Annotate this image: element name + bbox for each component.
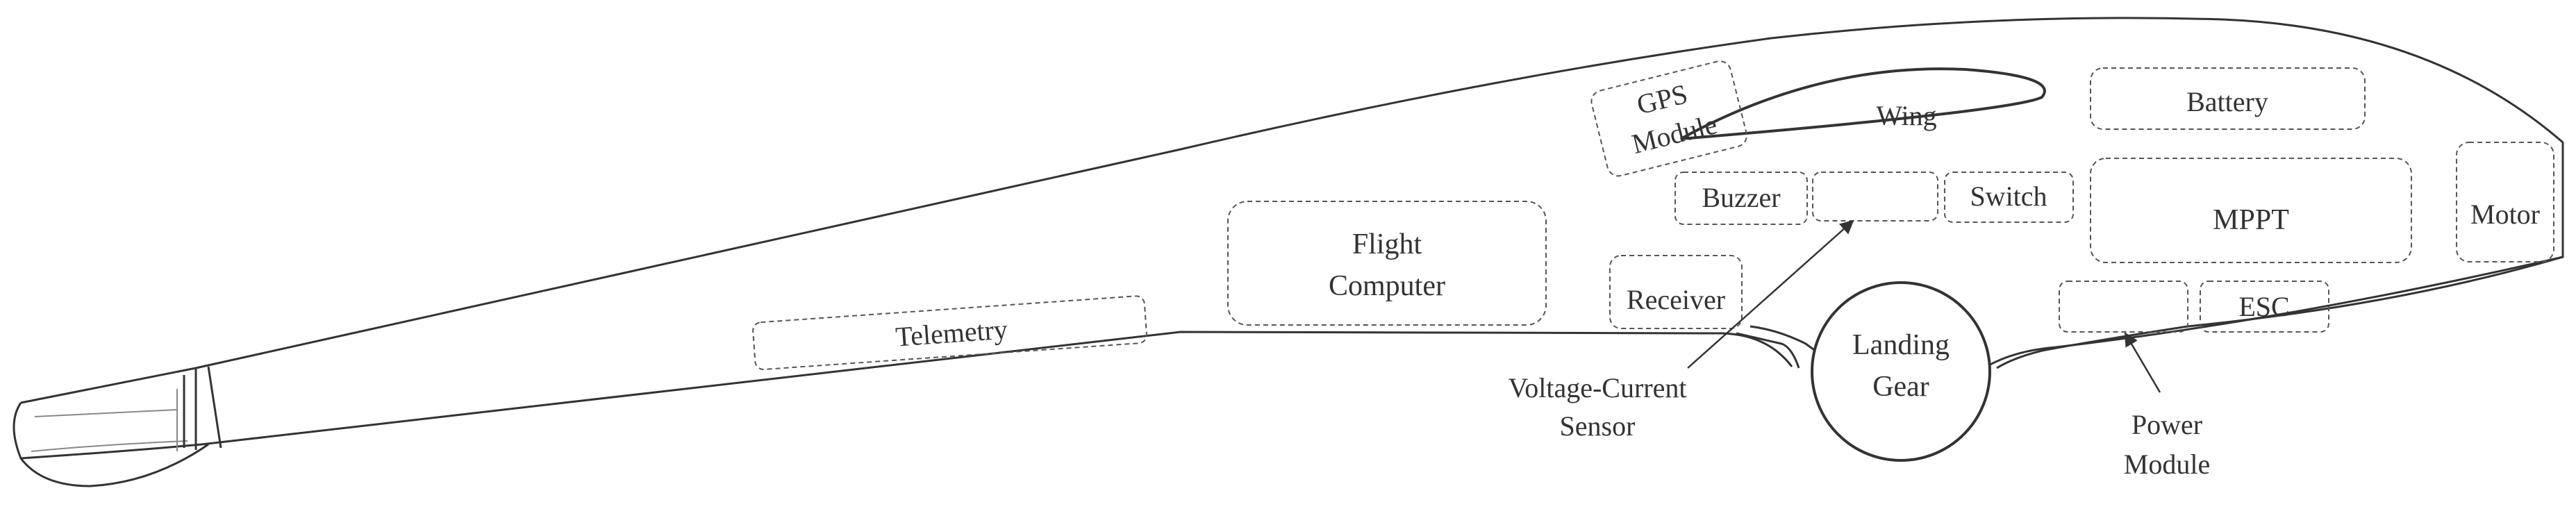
landing-gear-label-line2: Gear: [1872, 371, 1929, 403]
battery-label: Battery: [2186, 86, 2268, 117]
flight-computer-box: [1227, 201, 1547, 326]
fuselage-outline: [20, 17, 2564, 404]
flight-computer-label-line2: Computer: [1329, 270, 1445, 302]
flight-computer-label-line1: Flight: [1352, 228, 1422, 260]
esc-box: [2200, 281, 2329, 333]
motor-box: [2456, 142, 2554, 262]
receiver-label: Receiver: [1627, 284, 1725, 315]
gps-module-box: [1590, 60, 1747, 177]
battery-box: [2090, 67, 2366, 130]
fuselage-lower-line: [20, 331, 1793, 460]
switch-box: [1944, 172, 2074, 223]
telemetry-label: Telemetry: [895, 313, 1008, 352]
mppt-label: MPPT: [2213, 204, 2289, 236]
voltage-current-sensor-box: [1812, 172, 1938, 222]
voltage-current-label-line2: Sensor: [1560, 410, 1636, 442]
nose-collar: [183, 366, 222, 450]
gps-module-label-line1: GPS: [1634, 78, 1690, 120]
power-module-arrow: [2124, 332, 2161, 393]
power-module-label-line2: Module: [2124, 449, 2210, 480]
nose-inner: [31, 389, 188, 452]
landing-gear-circle: [1811, 281, 1991, 462]
power-module-label-line1: Power: [2132, 409, 2202, 440]
voltage-current-arrow: [1687, 219, 1854, 369]
fuselage-lower-line-rear: [1986, 256, 2563, 368]
buzzer-box: [1675, 172, 1808, 225]
wing-label: Wing: [1876, 100, 1936, 131]
motor-label: Motor: [2470, 199, 2540, 230]
receiver-box: [1609, 255, 1743, 329]
esc-label: ESC: [2238, 291, 2289, 322]
landing-gear-label-line1: Landing: [1852, 329, 1950, 361]
telemetry-box: [752, 295, 1147, 370]
nose-cone: [13, 402, 209, 487]
buzzer-label: Buzzer: [1702, 182, 1780, 213]
voltage-current-label-line1: Voltage-Current: [1509, 372, 1687, 403]
mppt-box: [2090, 158, 2412, 263]
wing-airfoil: [1680, 67, 2046, 140]
power-module-box: [2059, 281, 2188, 333]
switch-label: Switch: [1970, 181, 2047, 212]
